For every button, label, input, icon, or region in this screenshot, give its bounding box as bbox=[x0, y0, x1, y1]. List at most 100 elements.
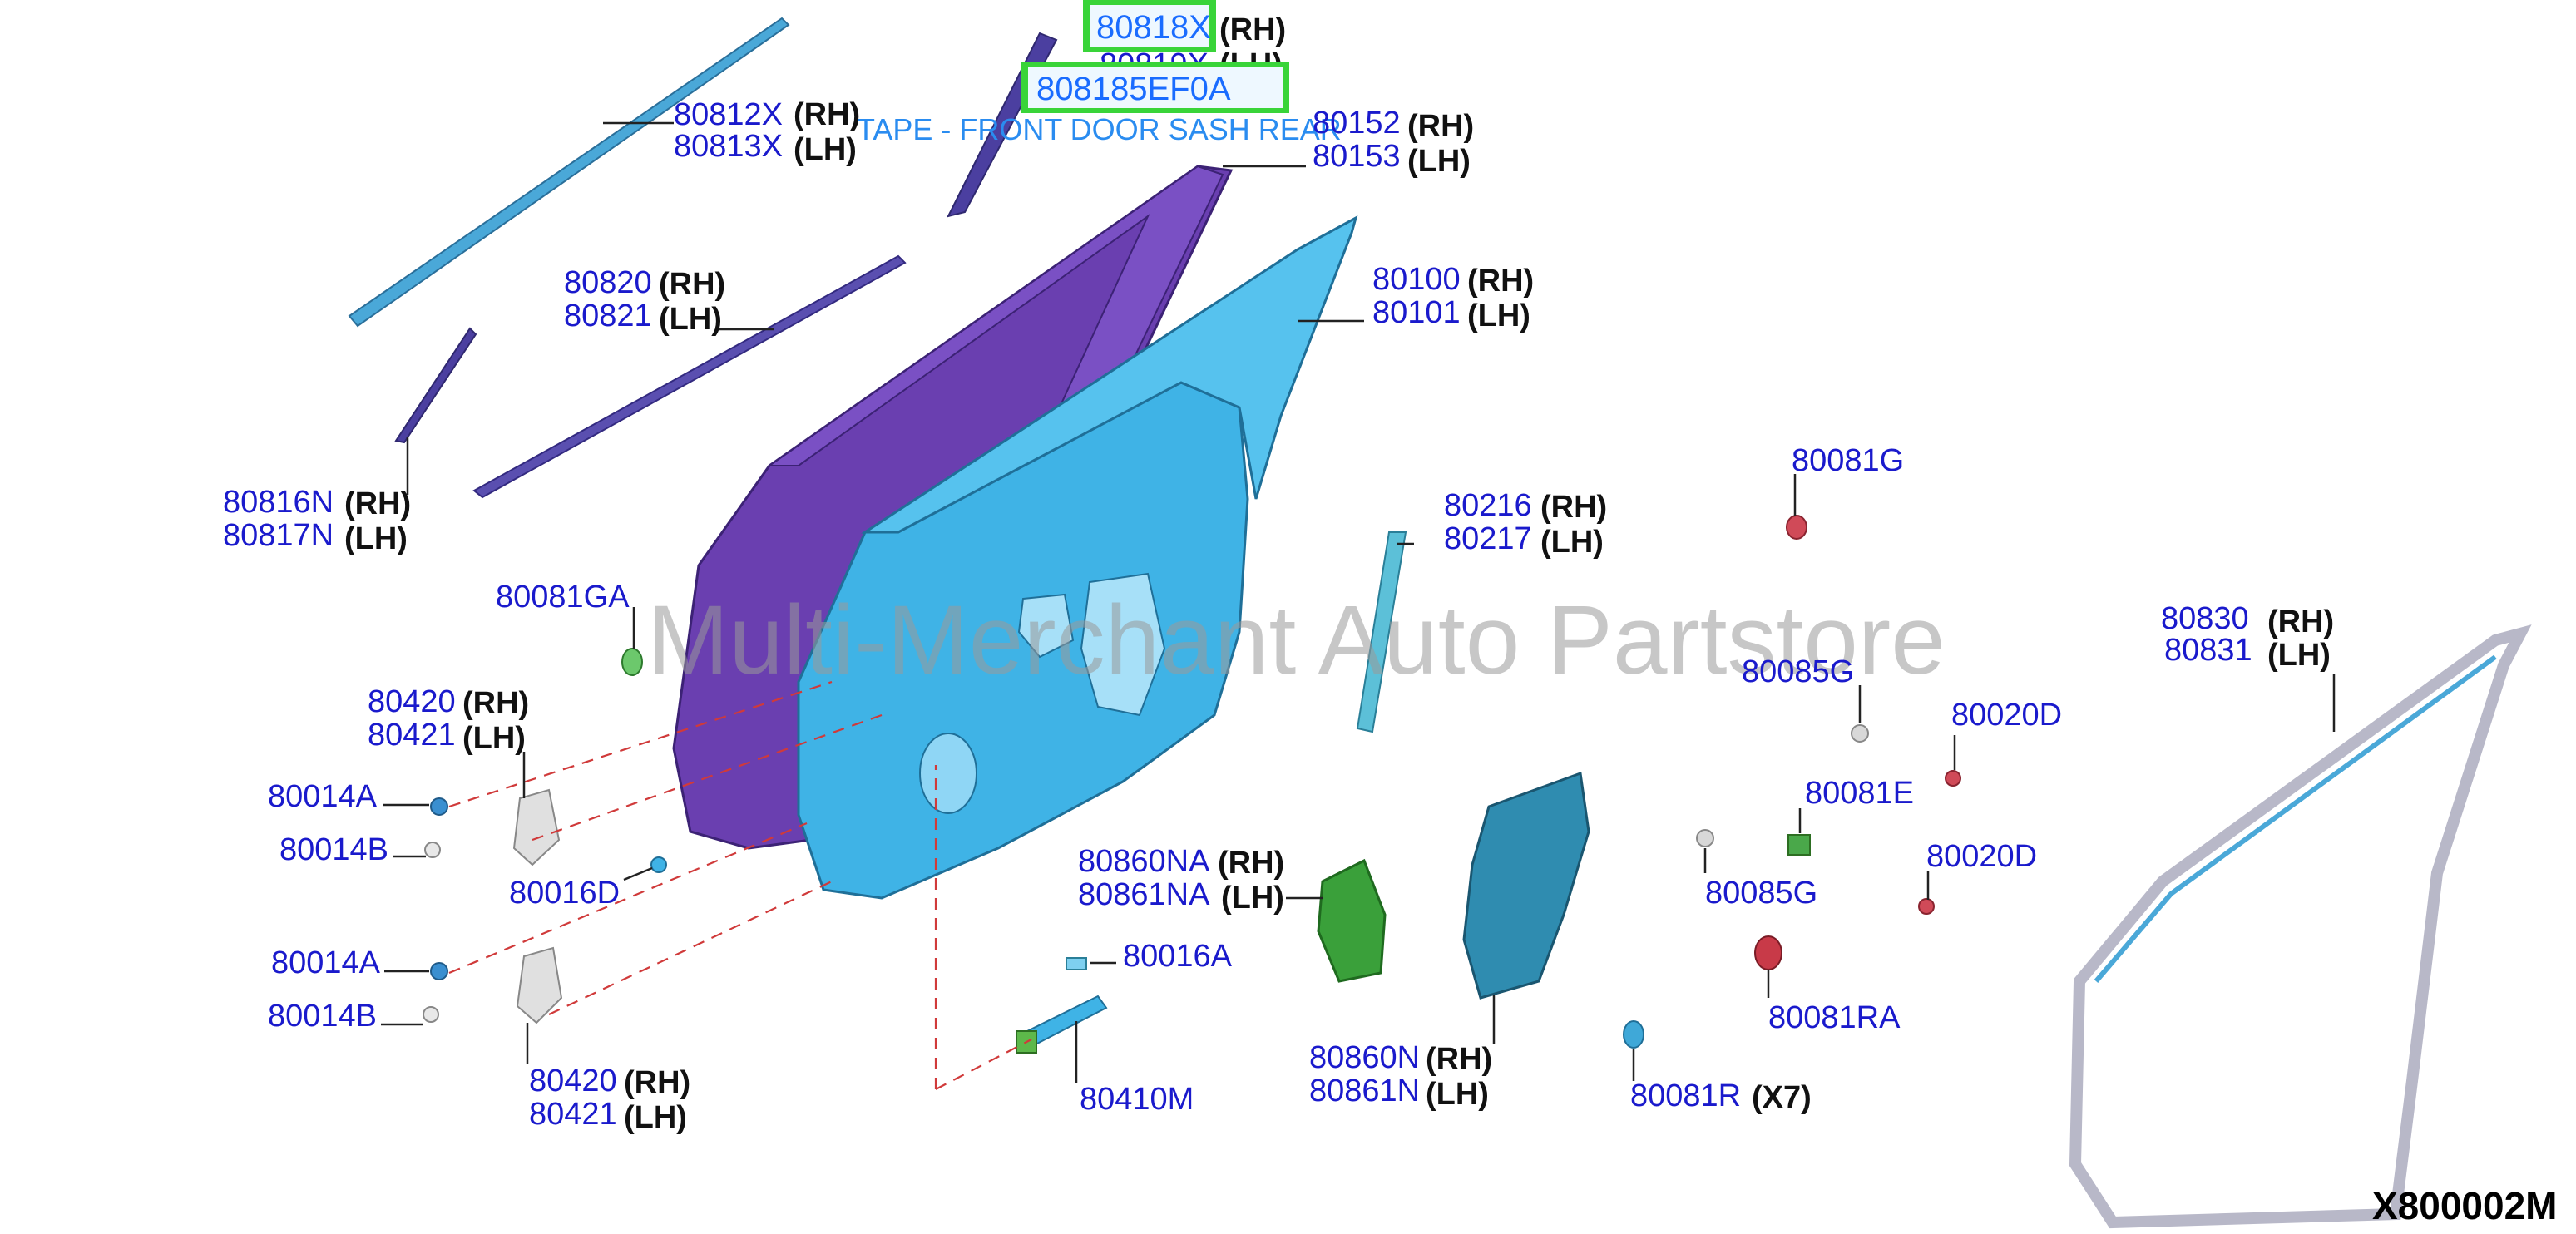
label-80861N-number[interactable]: 80861N bbox=[1309, 1074, 1420, 1108]
highlight-box-sub-inner bbox=[1028, 67, 1283, 108]
plug-80016D-part bbox=[650, 856, 667, 873]
door-check-strap-part bbox=[1026, 995, 1108, 1046]
label-80812-side: (RH) bbox=[794, 97, 860, 132]
label-80830-number[interactable]: 80830 bbox=[2161, 601, 2249, 636]
check-strap-bolt-part bbox=[1066, 957, 1087, 970]
hinge-bolt-upper-a-part bbox=[430, 797, 448, 816]
leader-80016D bbox=[623, 866, 653, 881]
clip-80085G-upper-part bbox=[1851, 724, 1869, 743]
label-80861N-side: (LH) bbox=[1426, 1077, 1489, 1112]
label-80817-number[interactable]: 80817N bbox=[223, 518, 334, 553]
label-80816-side: (RH) bbox=[344, 486, 411, 521]
label-80014A-upper-number[interactable]: 80014A bbox=[268, 779, 378, 814]
label-80820-number[interactable]: 80820 bbox=[564, 265, 652, 300]
hinge-lower-dash-b bbox=[548, 881, 833, 1015]
label-80217-number[interactable]: 80217 bbox=[1444, 521, 1532, 556]
grommet-80081G-part bbox=[1786, 515, 1807, 540]
label-80081R-number[interactable]: 80081R bbox=[1630, 1079, 1741, 1113]
label-80085G-upper-number[interactable]: 80085G bbox=[1742, 654, 1854, 689]
clip-80020D-lower-part bbox=[1918, 898, 1935, 915]
belt-weatherstrip-inner-part bbox=[472, 254, 907, 499]
label-80081G-number[interactable]: 80081G bbox=[1792, 443, 1904, 478]
label-80420-upper-number[interactable]: 80420 bbox=[368, 684, 456, 719]
label-80831-side: (LH) bbox=[2267, 638, 2331, 673]
label-80421-upper-side: (LH) bbox=[462, 721, 526, 756]
highlight-caption: TAPE - FRONT DOOR SASH REAR bbox=[857, 112, 1342, 146]
hinge-upper-dash-b bbox=[532, 713, 883, 842]
label-80861NA-number[interactable]: 80861NA bbox=[1078, 877, 1210, 912]
label-80020D-upper-number[interactable]: 80020D bbox=[1951, 698, 2062, 733]
label-80420-lower-side: (RH) bbox=[624, 1065, 690, 1100]
label-80081E-number[interactable]: 80081E bbox=[1805, 776, 1914, 811]
label-80014B-upper-number[interactable]: 80014B bbox=[279, 832, 388, 867]
label-80153-side: (LH) bbox=[1407, 144, 1471, 179]
clip-80020D-upper-part bbox=[1945, 770, 1961, 787]
glass-run-channel-part bbox=[1356, 531, 1407, 733]
label-80101-number[interactable]: 80101 bbox=[1372, 295, 1461, 330]
door-inner-frame-part bbox=[860, 215, 1358, 534]
highlight-part-number-main[interactable]: 80818X bbox=[1096, 9, 1211, 46]
door-weatherstrip-inner-part bbox=[2094, 654, 2497, 983]
door-hinge-upper-part bbox=[512, 788, 561, 866]
label-80813-number[interactable]: 80813X bbox=[674, 129, 783, 164]
water-shield-80860N-part bbox=[1462, 771, 1590, 1000]
label-80818-side: (RH) bbox=[1219, 12, 1286, 47]
label-80153-number[interactable]: 80153 bbox=[1313, 139, 1401, 174]
label-80152-number[interactable]: 80152 bbox=[1313, 106, 1401, 141]
door-inner-cutout-speaker bbox=[919, 733, 977, 814]
label-80821-number[interactable]: 80821 bbox=[564, 299, 652, 333]
label-80081RA-number[interactable]: 80081RA bbox=[1768, 1000, 1901, 1035]
label-80216-number[interactable]: 80216 bbox=[1444, 488, 1532, 523]
hinge-upper-dash-a bbox=[448, 680, 833, 808]
label-80014A-lower-number[interactable]: 80014A bbox=[271, 945, 381, 980]
label-80860NA-number[interactable]: 80860NA bbox=[1078, 844, 1210, 879]
highlight-box-main-inner bbox=[1090, 5, 1209, 47]
watermark-text: Multi-Merchant Auto Partstore bbox=[647, 585, 1946, 695]
plug-80081R-part bbox=[1623, 1020, 1644, 1049]
label-80216-side: (RH) bbox=[1540, 490, 1607, 525]
label-80817-side: (LH) bbox=[344, 521, 408, 556]
hinge-bolt-lower-b-part bbox=[423, 1006, 439, 1023]
label-80421-lower-side: (LH) bbox=[624, 1100, 687, 1135]
clip-80081E-part bbox=[1787, 834, 1811, 856]
label-80016A-number[interactable]: 80016A bbox=[1123, 939, 1233, 974]
label-80020D-lower-number[interactable]: 80020D bbox=[1926, 839, 2037, 874]
belt-molding-outer-part bbox=[348, 17, 790, 328]
label-80217-side: (LH) bbox=[1540, 525, 1604, 560]
door-inner-cutout-small bbox=[1017, 593, 1075, 659]
label-80831-number[interactable]: 80831 bbox=[2164, 633, 2252, 668]
hinge-bolt-upper-b-part bbox=[424, 842, 441, 858]
label-80100-number[interactable]: 80100 bbox=[1372, 262, 1461, 297]
hinge-lower-dash-a bbox=[448, 822, 808, 975]
hinge-bolt-lower-a-part bbox=[430, 962, 448, 980]
label-80421-lower-number[interactable]: 80421 bbox=[529, 1097, 617, 1132]
label-80014B-lower-number[interactable]: 80014B bbox=[268, 999, 377, 1034]
door-seal-80860NA-part bbox=[1317, 858, 1387, 983]
label-80421-upper-number[interactable]: 80421 bbox=[368, 718, 456, 753]
door-hinge-lower-part bbox=[516, 946, 563, 1024]
label-80820-side: (RH) bbox=[659, 267, 725, 302]
clip-80085G-lower-part bbox=[1696, 829, 1714, 847]
label-80830-side: (RH) bbox=[2267, 605, 2334, 639]
label-80081R-side: (X7) bbox=[1752, 1080, 1812, 1115]
label-80812-number[interactable]: 80812X bbox=[674, 97, 783, 132]
label-80420-lower-number[interactable]: 80420 bbox=[529, 1064, 617, 1098]
check-strap-dash-b bbox=[935, 1039, 1032, 1090]
label-80101-side: (LH) bbox=[1467, 299, 1530, 333]
label-80816-number[interactable]: 80816N bbox=[223, 485, 334, 520]
label-80081GA-number[interactable]: 80081GA bbox=[496, 580, 630, 615]
label-80085G-lower-number[interactable]: 80085G bbox=[1705, 876, 1817, 911]
label-80410M-number[interactable]: 80410M bbox=[1080, 1082, 1194, 1117]
door-weatherstrip-part bbox=[2069, 624, 2532, 1229]
label-80860N-side: (RH) bbox=[1426, 1042, 1492, 1077]
label-80861NA-side: (LH) bbox=[1221, 881, 1284, 916]
label-80860NA-side: (RH) bbox=[1218, 846, 1284, 881]
label-80016D-number[interactable]: 80016D bbox=[509, 876, 620, 911]
highlight-part-number-sub[interactable]: 808185EF0A bbox=[1036, 71, 1231, 107]
label-80860N-number[interactable]: 80860N bbox=[1309, 1040, 1420, 1075]
diagram-code: X800002M bbox=[2372, 1184, 2558, 1227]
label-80100-side: (RH) bbox=[1467, 264, 1534, 299]
label-80152-side: (RH) bbox=[1407, 109, 1474, 144]
